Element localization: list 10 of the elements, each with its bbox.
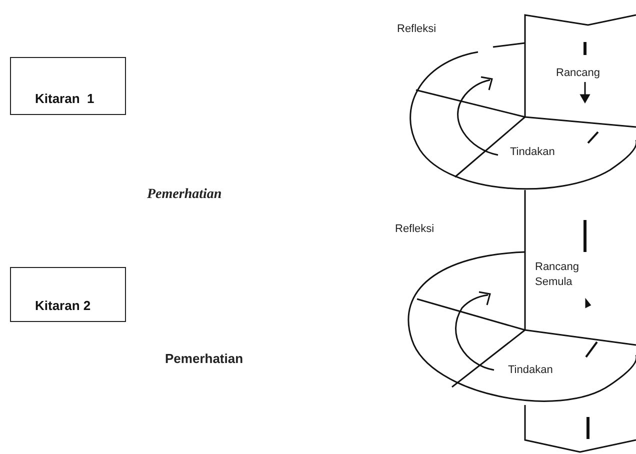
stage-label: Rancang [556, 66, 600, 81]
stage-label: Tindakan [508, 363, 553, 378]
stage-label: Tindakan [510, 145, 555, 160]
stage-label: Rancang Semula [535, 260, 580, 290]
stage-label: Pemerhatian [165, 350, 244, 368]
stage-label: Refleksi [397, 22, 436, 37]
stage-label: Refleksi [395, 222, 434, 237]
cycle-box: Kitaran 2 [10, 267, 126, 322]
stage-label: Pemerhatian [147, 186, 222, 204]
cycle-box: Kitaran 1 [10, 57, 126, 115]
